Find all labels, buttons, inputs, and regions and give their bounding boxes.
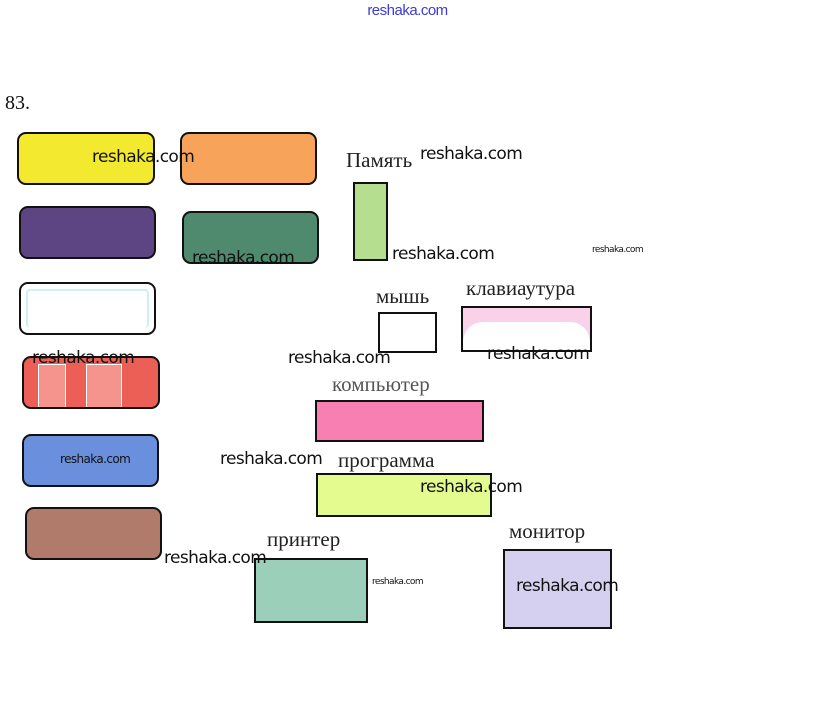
watermark: reshaka.com [420, 477, 523, 497]
keyboard-box-white-overlay [463, 322, 590, 350]
swatch-red[interactable] [22, 356, 160, 409]
swatch-green[interactable] [182, 211, 319, 264]
term-label-keyboard: клавиаутура [466, 276, 576, 300]
term-box-memory[interactable] [353, 182, 388, 261]
swatch-red-pattern [86, 364, 122, 407]
term-label-printer: принтер [267, 527, 341, 551]
watermark: reshaka.com [420, 144, 523, 164]
task-number: 83. [5, 92, 30, 114]
watermark: reshaka.com [220, 449, 323, 469]
term-label-program: программа [338, 448, 435, 472]
swatch-red-pattern [38, 364, 66, 407]
swatch-blue[interactable] [22, 434, 159, 487]
watermark: reshaka.com [392, 244, 495, 264]
term-box-keyboard[interactable] [461, 306, 592, 352]
swatch-white-inner-outline [26, 289, 149, 328]
watermark: reshaka.com [164, 548, 267, 568]
site-header-link[interactable]: reshaka.com [367, 2, 448, 19]
swatch-orange[interactable] [180, 132, 317, 185]
term-box-computer[interactable] [315, 400, 484, 442]
term-label-monitor: монитор [509, 519, 586, 543]
watermark: reshaka.com [516, 576, 619, 596]
term-label-mouse: мышь [376, 284, 430, 308]
swatch-brown[interactable] [25, 507, 162, 560]
term-box-monitor[interactable] [503, 549, 612, 629]
watermark: reshaka.com [487, 344, 590, 364]
swatch-yellow[interactable] [17, 132, 155, 185]
watermark: reshaka.com [288, 348, 391, 368]
watermark: reshaka.com [60, 452, 131, 466]
swatch-white[interactable] [19, 282, 156, 335]
watermark: reshaka.com [32, 348, 135, 368]
term-box-program[interactable] [316, 473, 492, 517]
term-label-computer: компьютер [332, 372, 430, 396]
term-label-memory: Память [346, 148, 413, 172]
watermark: reshaka.com [92, 147, 195, 167]
watermark: reshaka.com [372, 577, 424, 587]
watermark: reshaka.com [592, 245, 644, 255]
term-box-mouse[interactable] [378, 312, 437, 353]
swatch-purple[interactable] [19, 206, 156, 259]
term-box-printer[interactable] [254, 558, 368, 623]
watermark: reshaka.com [192, 248, 295, 268]
